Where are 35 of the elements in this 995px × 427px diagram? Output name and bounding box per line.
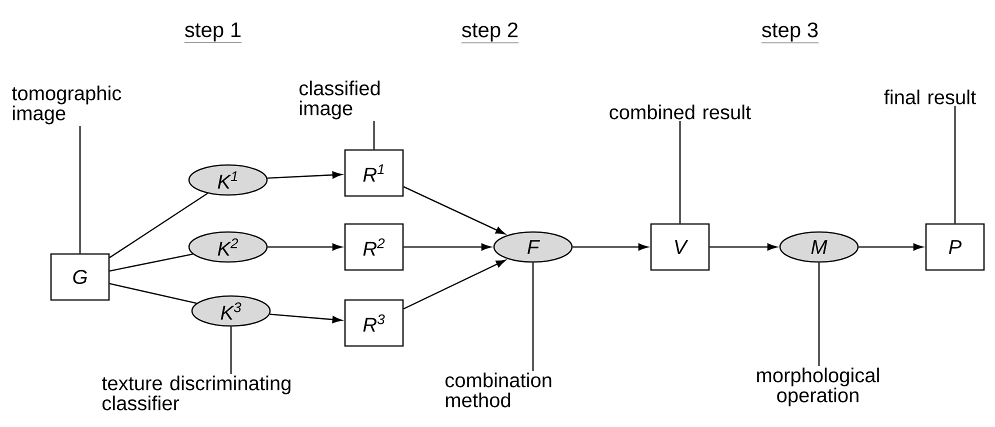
leader-line	[532, 262, 534, 371]
annotation-text: morphological operation	[757, 368, 879, 406]
process-box: R$^{1}$	[344, 149, 404, 197]
step-heading: step 2	[461, 22, 519, 44]
annotation-text: tomographic image	[12, 86, 122, 124]
connector-line	[110, 283, 197, 304]
arrow	[710, 243, 777, 251]
process-box: V	[650, 223, 710, 271]
annotation-text: classified image	[300, 80, 380, 120]
connector-line	[109, 192, 208, 258]
process-box: R$^{2}$	[344, 223, 404, 271]
leader-line	[679, 120, 681, 224]
process-box: R$^{3}$	[344, 299, 404, 347]
leader-line	[954, 106, 956, 224]
step-heading: step 3	[761, 22, 819, 44]
process-box: P	[925, 223, 985, 271]
arrow	[267, 171, 342, 179]
leader-line	[79, 126, 81, 254]
arrow	[572, 243, 648, 251]
annotation-text: texture discriminating classifier	[102, 376, 290, 410]
process-box: G	[50, 253, 110, 301]
connector-line	[110, 254, 193, 272]
arrow	[403, 186, 506, 234]
annotation-text: combination method	[446, 372, 552, 408]
arrow	[270, 314, 342, 324]
arrow	[404, 243, 491, 251]
arrow	[268, 243, 342, 251]
leader-line	[230, 326, 232, 374]
arrow	[858, 243, 923, 251]
arrow	[403, 260, 506, 310]
leader-line	[373, 120, 375, 150]
annotation-text: combined result	[610, 104, 751, 120]
leader-line	[818, 262, 820, 366]
step-heading: step 1	[184, 22, 242, 43]
annotation-text: final result	[884, 90, 976, 104]
